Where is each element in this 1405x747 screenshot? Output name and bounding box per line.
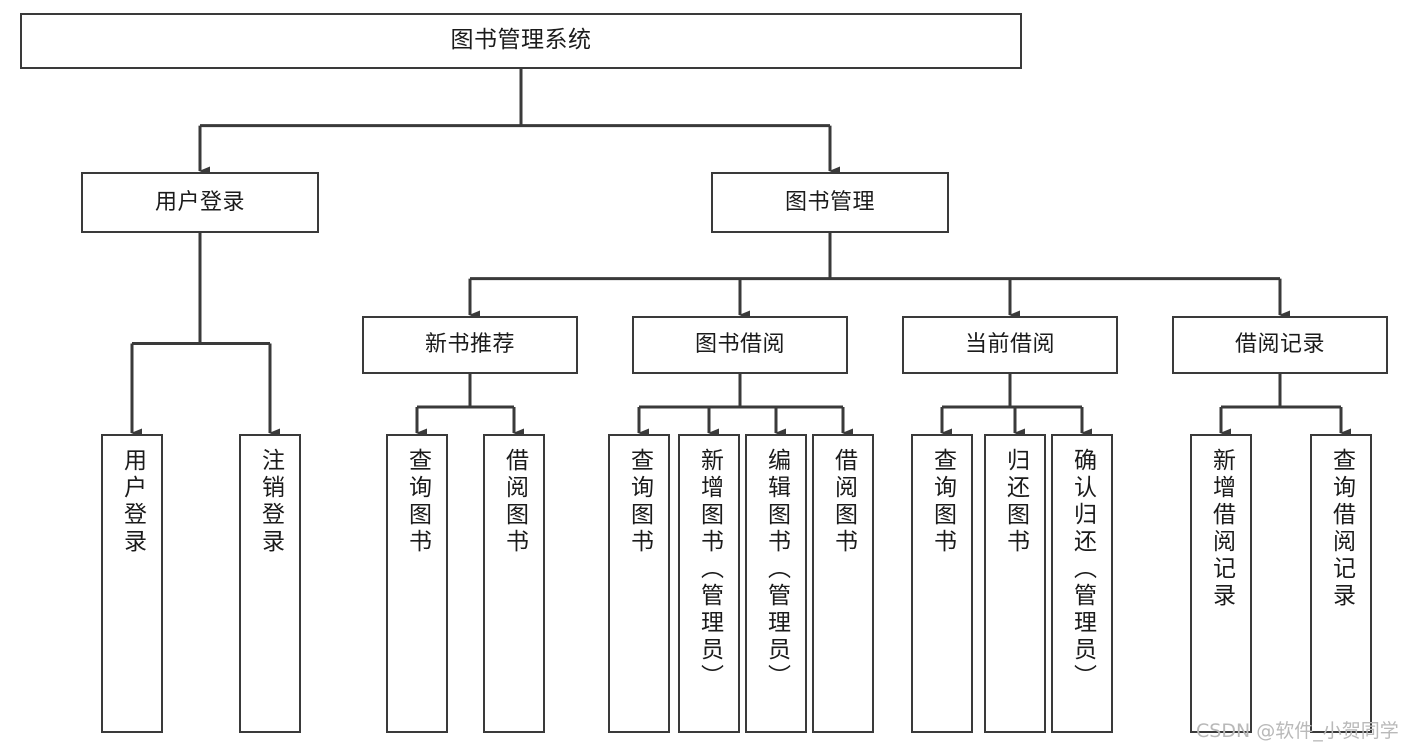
node-label: 查询图书 [404, 448, 431, 556]
node-label: 注销登录 [257, 448, 284, 556]
node-label: 查询图书 [626, 448, 653, 556]
node-label: 新增借阅记录 [1208, 448, 1235, 610]
node-label: 查询图书 [929, 448, 956, 556]
node-label: 新书推荐 [424, 332, 515, 358]
node-确认归还管理员[interactable]: 确认归还（管理员） [1051, 434, 1113, 733]
node-查询图书[interactable]: 查询图书 [911, 434, 973, 733]
node-查询图书[interactable]: 查询图书 [386, 434, 448, 733]
node-新增借阅记录[interactable]: 新增借阅记录 [1190, 434, 1252, 733]
csdn-watermark: CSDN @软件_小贺同学 [1196, 720, 1399, 742]
node-label: 图书管理 [784, 189, 875, 215]
node-label: 借阅记录 [1234, 332, 1325, 358]
node-label: 确认归还（管理员） [1069, 448, 1096, 691]
node-注销登录[interactable]: 注销登录 [239, 434, 301, 733]
node-编辑图书管理员[interactable]: 编辑图书（管理员） [745, 434, 807, 733]
node-label: 用户登录 [154, 189, 245, 215]
node-label: 图书借阅 [694, 332, 785, 358]
node-查询图书[interactable]: 查询图书 [608, 434, 670, 733]
node-label: 借阅图书 [830, 448, 857, 556]
node-借阅图书[interactable]: 借阅图书 [483, 434, 545, 733]
node-归还图书[interactable]: 归还图书 [984, 434, 1046, 733]
connector-lines [130, 69, 1351, 438]
node-label: 用户登录 [119, 448, 146, 556]
node-借阅记录[interactable]: 借阅记录 [1172, 316, 1388, 374]
node-图书借阅[interactable]: 图书借阅 [632, 316, 848, 374]
node-label: 图书管理系统 [450, 27, 592, 54]
node-label: 当前借阅 [964, 332, 1055, 358]
node-新增图书管理员[interactable]: 新增图书（管理员） [678, 434, 740, 733]
node-label: 查询借阅记录 [1328, 448, 1355, 610]
node-label: 借阅图书 [501, 448, 528, 556]
node-label: 编辑图书（管理员） [763, 448, 790, 691]
node-label: 归还图书 [1002, 448, 1029, 556]
node-图书管理[interactable]: 图书管理 [711, 172, 949, 233]
node-借阅图书[interactable]: 借阅图书 [812, 434, 874, 733]
node-图书管理系统[interactable]: 图书管理系统 [20, 13, 1022, 69]
node-用户登录[interactable]: 用户登录 [101, 434, 163, 733]
node-新书推荐[interactable]: 新书推荐 [362, 316, 578, 374]
node-当前借阅[interactable]: 当前借阅 [902, 316, 1118, 374]
node-查询借阅记录[interactable]: 查询借阅记录 [1310, 434, 1372, 733]
node-label: 新增图书（管理员） [696, 448, 723, 691]
node-用户登录[interactable]: 用户登录 [81, 172, 319, 233]
